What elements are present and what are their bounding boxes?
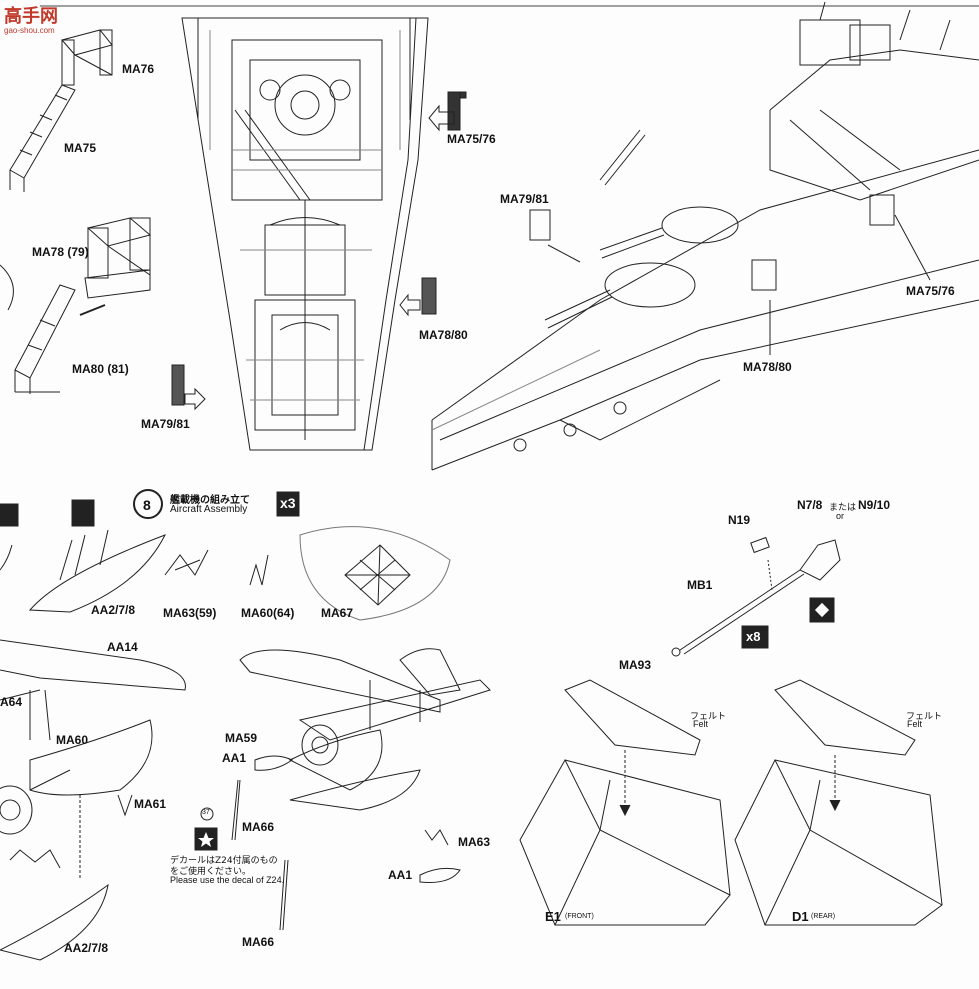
felt-en-left: Felt [693, 719, 709, 729]
felt-pad-right [774, 679, 916, 756]
decal-note-jp-2: をご使用ください。 [170, 867, 252, 877]
label-ma59: MA59 [225, 731, 258, 745]
label-ma78-80-right: MA78/80 [743, 360, 792, 374]
step-title-en: Aircraft Assembly [170, 504, 248, 515]
label-ma66-bottom: MA66 [242, 935, 275, 949]
label-ma63: MA63 [458, 835, 491, 849]
step-title-jp: 艦載機の組み立て [170, 495, 250, 506]
gun-multiplier: x8 [746, 629, 761, 644]
label-ma78-79: MA78 (79) [32, 245, 89, 259]
stand-e1-drawing [519, 759, 731, 926]
aircraft-left-drawing [0, 639, 186, 961]
x8-box [741, 625, 769, 649]
label-ma80-81: MA80 (81) [72, 362, 129, 376]
cradle-ma67 [299, 526, 451, 621]
label-d1: D1 [792, 909, 809, 924]
label-aa2-7-8-top: AA2/7/8 [91, 603, 136, 617]
struts-ma60 [249, 554, 269, 586]
label-a64: A64 [0, 695, 23, 709]
struts-ma63 [164, 549, 209, 576]
label-ma75-76-center: MA75/76 [447, 132, 496, 146]
label-ma63-59: MA63(59) [163, 606, 217, 620]
label-ma76: MA76 [122, 62, 155, 76]
x3-box [276, 491, 300, 517]
battleship-drawing [431, 1, 979, 471]
label-ma75: MA75 [64, 141, 97, 155]
watermark-title: 高手网 [4, 6, 58, 27]
label-n19: N19 [728, 513, 751, 527]
label-ma78-80-center: MA78/80 [419, 328, 468, 342]
felt-jp-left: フェルト [690, 712, 727, 722]
label-ma60-64: MA60(64) [241, 606, 295, 620]
part-icon-ma79-81-left [171, 364, 206, 411]
diamond-icon [809, 597, 835, 623]
step-icon-left [0, 499, 95, 527]
float-aa2-top [0, 529, 167, 613]
label-aa14: AA14 [107, 640, 138, 654]
felt-en-right: Felt [907, 719, 923, 729]
label-ma61: MA61 [134, 797, 167, 811]
label-aa1-right: AA1 [388, 868, 413, 882]
step-multiplier: x3 [280, 495, 296, 511]
label-n7-8: N7/8 [797, 498, 823, 512]
decal-note-en: Please use the decal of Z24. [170, 875, 285, 885]
label-e1: E1 [545, 909, 561, 924]
label-ma79-81-left: MA79/81 [141, 417, 190, 431]
label-or-jp: または [829, 503, 857, 513]
small-circle-37 [200, 807, 214, 821]
felt-jp-right: フェルト [906, 712, 943, 722]
label-ma66-mid: MA66 [242, 820, 275, 834]
label-d1-rear: (REAR) [811, 913, 836, 920]
gun-barrel-drawing [671, 536, 841, 657]
label-small-37: 37 [202, 809, 210, 816]
label-ma60: MA60 [56, 733, 89, 747]
ladder-ma76-drawing [9, 29, 113, 192]
label-ma93: MA93 [619, 658, 652, 672]
label-ma67: MA67 [321, 606, 354, 620]
deck-plan-drawing [181, 17, 429, 451]
stand-d1-drawing [734, 759, 943, 926]
label-mb1: MB1 [687, 578, 713, 592]
label-or-en: or [836, 511, 845, 521]
label-aa2-7-8-bottom: AA2/7/8 [64, 941, 109, 955]
ladder-ma78-drawing [14, 217, 152, 394]
label-ma75-76-right: MA75/76 [906, 284, 955, 298]
felt-pad-left [564, 679, 701, 756]
label-e1-front: (FRONT) [565, 913, 594, 920]
decal-note-jp-1: デカールはZ24付属のもの [170, 856, 278, 866]
label-n9-10: N9/10 [858, 498, 891, 512]
watermark-url: gao-shou.com [4, 26, 55, 35]
label-ma79-81-right: MA79/81 [500, 192, 549, 206]
part-icon-ma78-80 [399, 277, 437, 317]
step-number: 8 [143, 497, 151, 513]
watermark-logo: 高手网 gao-shou.com [4, 6, 58, 36]
part-icon-ma75-76 [428, 91, 467, 132]
label-aa1-left: AA1 [222, 751, 247, 765]
aircraft-right-drawing [231, 648, 491, 931]
step-8-circle [133, 489, 163, 519]
